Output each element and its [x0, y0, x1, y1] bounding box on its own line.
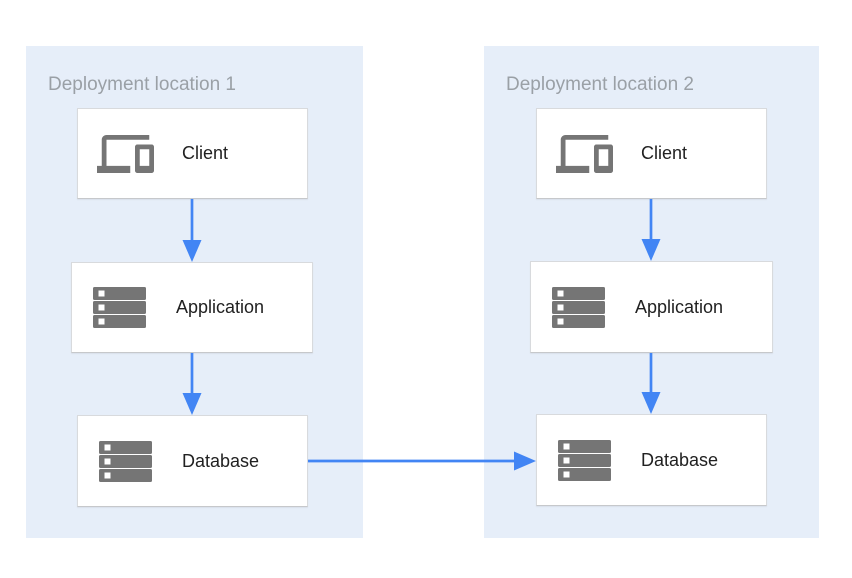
node-application-1: Application — [71, 262, 313, 353]
node-database-1: Database — [77, 415, 308, 507]
server-stack-icon — [91, 287, 148, 328]
panel-title: Deployment location 1 — [48, 74, 236, 95]
node-database-2: Database — [536, 414, 767, 506]
client-devices-icon — [97, 134, 154, 173]
node-label: Client — [641, 143, 688, 163]
node-label: Client — [182, 143, 229, 163]
node-label: Application — [635, 296, 724, 317]
deployment-location-2-panel: Deployment location 2 Client A — [484, 46, 819, 538]
node-label: Application — [176, 297, 265, 317]
node-label: Database — [182, 450, 260, 471]
server-stack-icon — [550, 286, 607, 328]
server-stack-icon — [97, 440, 154, 482]
client-devices-icon — [556, 134, 613, 173]
node-client-2: Client — [536, 108, 767, 199]
server-stack-icon — [556, 439, 613, 481]
node-application-2: Application — [530, 261, 773, 353]
node-label: Database — [641, 449, 719, 470]
node-client-1: Client — [77, 108, 308, 199]
deployment-location-1-panel: Deployment location 1 Client A — [26, 46, 363, 538]
panel-title: Deployment location 2 — [506, 74, 694, 95]
